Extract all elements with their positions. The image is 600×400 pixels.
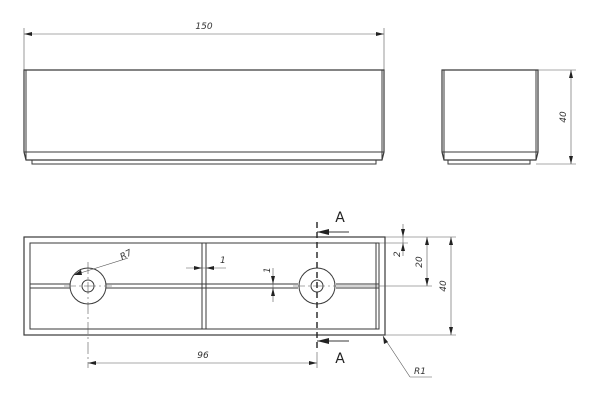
- arrowhead: [425, 237, 429, 245]
- arrowhead: [401, 229, 405, 237]
- front-view: 150: [23, 22, 385, 165]
- arrowhead: [24, 32, 32, 36]
- arrowhead: [449, 327, 453, 335]
- arrowhead: [309, 361, 317, 365]
- side-view: 40: [441, 69, 576, 165]
- section-label-bottom: A: [335, 351, 345, 367]
- dim-rib-vertical: 1: [263, 267, 273, 273]
- dim-hole-spacing: 96: [197, 351, 209, 361]
- dim-rib-horizontal: 1: [220, 256, 226, 266]
- dim-corner-radius: R1: [414, 367, 426, 377]
- arrowhead: [271, 288, 275, 296]
- arrowhead: [271, 276, 275, 284]
- section-arrowhead-top: [317, 229, 329, 235]
- dim-height: 40: [559, 111, 569, 123]
- arrowhead: [449, 237, 453, 245]
- arrowhead: [194, 266, 202, 270]
- dim-half-width: 20: [415, 256, 425, 268]
- front-body-outline: [23, 69, 385, 161]
- arrowhead: [206, 266, 214, 270]
- dim-width: 40: [439, 280, 449, 292]
- dim-wall-step: 2: [393, 251, 403, 257]
- section-arrowhead-bottom: [317, 338, 329, 344]
- leader-r7: [73, 257, 129, 276]
- arrowhead: [425, 278, 429, 286]
- side-body-outline: [441, 69, 539, 161]
- arrowhead: [376, 32, 384, 36]
- arrowhead: [569, 70, 573, 78]
- arrowhead: [74, 270, 82, 275]
- dim-overall-length: 150: [195, 22, 212, 32]
- leader-r1: [382, 335, 411, 378]
- top-view: A A R7 1 1 2 20: [23, 210, 456, 378]
- top-outer-outline: [23, 236, 386, 336]
- side-foot: [447, 160, 531, 165]
- section-label-top: A: [335, 210, 345, 226]
- arrowhead: [401, 243, 405, 251]
- arrowhead: [383, 336, 388, 344]
- arrowhead: [569, 156, 573, 164]
- arrowhead: [88, 361, 96, 365]
- front-foot: [31, 160, 377, 165]
